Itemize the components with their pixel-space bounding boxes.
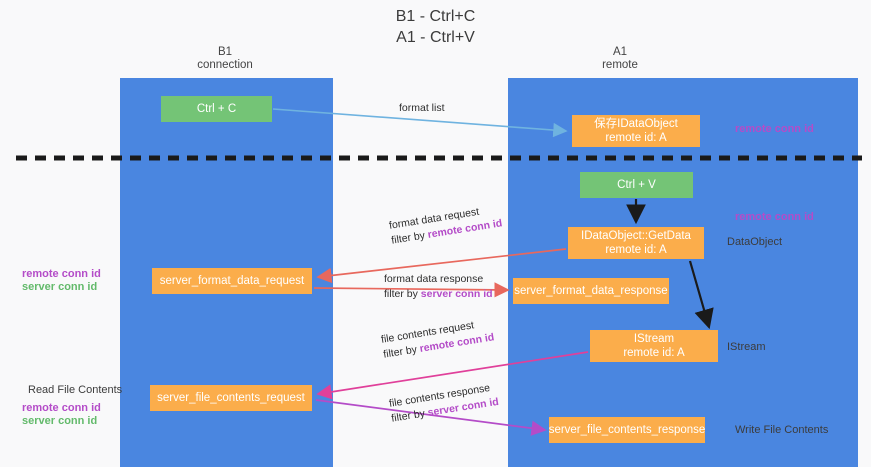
box-istream[interactable]: IStream remote id: A <box>590 330 718 362</box>
edge-label-format-data-request: format data request filter by remote con… <box>388 201 503 248</box>
box-server-file-contents-request-label: server_file_contents_request <box>157 392 305 404</box>
caption-left-remote-conn-id-mid: remote conn id <box>22 268 101 280</box>
caption-left-server-conn-id-bottom: server conn id <box>22 415 98 427</box>
caption-dataobject: DataObject <box>727 236 783 248</box>
edge-label-format-data-response-line2: filter by server conn id <box>384 287 493 302</box>
box-ctrl-c[interactable]: Ctrl + C <box>161 96 272 122</box>
lane-header-b1: B1 connection <box>150 46 300 72</box>
box-idataobject-getdata-line2: remote id: A <box>605 244 667 256</box>
caption-right-remote-conn-id-top: remote conn id <box>735 123 814 135</box>
box-server-format-data-request-label: server_format_data_request <box>159 275 305 287</box>
box-save-dataobject-line2: remote id: A <box>605 132 667 144</box>
box-server-file-contents-request[interactable]: server_file_contents_request <box>150 385 312 411</box>
box-server-format-data-response-label: server_format_data_response <box>514 285 668 297</box>
filter-by-prefix-2: filter by <box>384 288 421 300</box>
box-ctrl-c-line1: Ctrl + C <box>196 103 237 115</box>
page-title: B1 - Ctrl+C A1 - Ctrl+V <box>0 6 871 48</box>
box-ctrl-v-line1: Ctrl + V <box>617 179 656 191</box>
edge-label-format-data-response: format data response filter by server co… <box>384 272 493 302</box>
edge-label-format-data-response-line1: format data response <box>384 273 484 285</box>
edge-label-format-list-text: format list <box>399 102 445 114</box>
lane-header-b1-name: B1 <box>217 46 233 58</box>
edge-label-format-list: format list <box>399 101 445 116</box>
edge-label-file-contents-response: file contents response filter by server … <box>388 380 500 427</box>
box-istream-line2: remote id: A <box>623 347 685 359</box>
box-save-dataobject[interactable]: 保存IDataObject remote id: A <box>572 115 700 147</box>
caption-read-file-contents: Read File Contents <box>28 384 123 396</box>
box-server-format-data-request[interactable]: server_format_data_request <box>152 268 312 294</box>
caption-write-file-contents: Write File Contents <box>735 424 829 436</box>
title-line-2: A1 - Ctrl+V <box>396 29 475 46</box>
box-ctrl-v[interactable]: Ctrl + V <box>580 172 693 198</box>
box-server-format-data-response[interactable]: server_format_data_response <box>513 278 669 304</box>
box-istream-line1: IStream <box>633 333 675 345</box>
caption-istream: IStream <box>727 341 766 353</box>
title-line-1: B1 - Ctrl+C <box>395 8 476 25</box>
lane-header-a1-subtitle: remote <box>602 59 638 71</box>
caption-right-remote-conn-id-mid: remote conn id <box>735 211 814 223</box>
caption-left-remote-conn-id-bottom: remote conn id <box>22 402 101 414</box>
filter-by-value-2: server conn id <box>420 288 493 300</box>
edge-label-file-contents-request: file contents request filter by remote c… <box>380 315 495 362</box>
lane-header-a1-name: A1 <box>612 46 628 58</box>
box-save-dataobject-line1: 保存IDataObject <box>594 118 678 130</box>
box-idataobject-getdata[interactable]: IDataObject::GetData remote id: A <box>568 227 704 259</box>
box-idataobject-getdata-line1: IDataObject::GetData <box>581 230 691 242</box>
lane-header-a1: A1 remote <box>545 46 695 72</box>
caption-left-server-conn-id-mid: server conn id <box>22 281 98 293</box>
lane-header-b1-subtitle: connection <box>197 59 253 71</box>
box-server-file-contents-response[interactable]: server_file_contents_response <box>549 417 705 443</box>
box-server-file-contents-response-label: server_file_contents_response <box>548 424 706 436</box>
